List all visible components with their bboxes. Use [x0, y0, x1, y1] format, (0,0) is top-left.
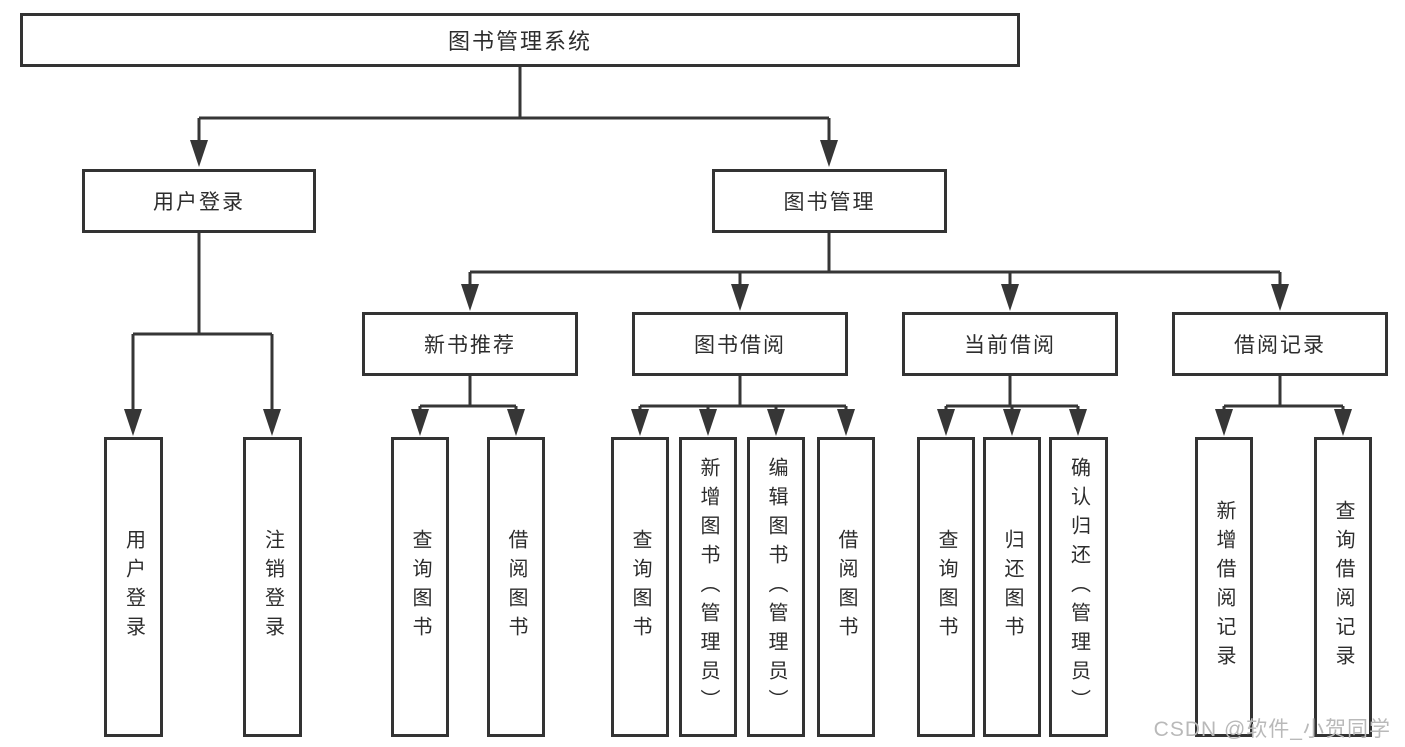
node-label: 确认归还（管理员） [1067, 456, 1090, 718]
node-label: 编辑图书（管理员） [765, 456, 787, 718]
node-user-login-group: 用户登录 [82, 169, 316, 233]
node-label: 归还图书 [1001, 529, 1023, 645]
leaf-query-books-1: 查询图书 [391, 437, 449, 737]
leaf-query-books-3: 查询图书 [917, 437, 975, 737]
node-current-borrow: 当前借阅 [902, 312, 1118, 376]
leaf-return-book: 归还图书 [983, 437, 1041, 737]
leaf-borrow-books-1: 借阅图书 [487, 437, 545, 737]
csdn-watermark: CSDN @软件_小贺同学 [1153, 718, 1391, 741]
node-root: 图书管理系统 [20, 13, 1020, 67]
node-label: 查询图书 [409, 529, 431, 645]
node-label: 查询图书 [935, 529, 957, 645]
leaf-add-book-admin: 新增图书（管理员） [679, 437, 737, 737]
leaf-query-borrow-record: 查询借阅记录 [1314, 437, 1372, 737]
node-label: 注销登录 [261, 529, 284, 645]
leaf-query-books-2: 查询图书 [611, 437, 669, 737]
node-label: 当前借阅 [964, 334, 1056, 357]
node-label: 新增图书（管理员） [697, 456, 719, 718]
node-label: 新书推荐 [424, 334, 516, 357]
leaf-borrow-books-2: 借阅图书 [817, 437, 875, 737]
leaf-logout: 注销登录 [243, 437, 302, 737]
node-label: 借阅记录 [1234, 334, 1326, 357]
leaf-edit-book-admin: 编辑图书（管理员） [747, 437, 805, 737]
node-label: 用户登录 [122, 529, 145, 645]
leaf-confirm-return-admin: 确认归还（管理员） [1049, 437, 1108, 737]
node-new-book-recommend: 新书推荐 [362, 312, 578, 376]
node-label: 借阅图书 [835, 529, 857, 645]
leaf-user-login: 用户登录 [104, 437, 163, 737]
node-book-management: 图书管理 [712, 169, 947, 233]
node-label: 查询借阅记录 [1332, 500, 1354, 674]
node-label: 查询图书 [629, 529, 651, 645]
node-book-borrow: 图书借阅 [632, 312, 848, 376]
node-borrow-records: 借阅记录 [1172, 312, 1388, 376]
node-label: 新增借阅记录 [1213, 500, 1235, 674]
leaf-add-borrow-record: 新增借阅记录 [1195, 437, 1253, 737]
node-label: 用户登录 [153, 191, 245, 214]
node-label: 图书管理 [783, 191, 876, 214]
node-label: 图书借阅 [694, 334, 786, 357]
node-label: 借阅图书 [505, 529, 527, 645]
node-label: 图书管理系统 [447, 29, 592, 54]
